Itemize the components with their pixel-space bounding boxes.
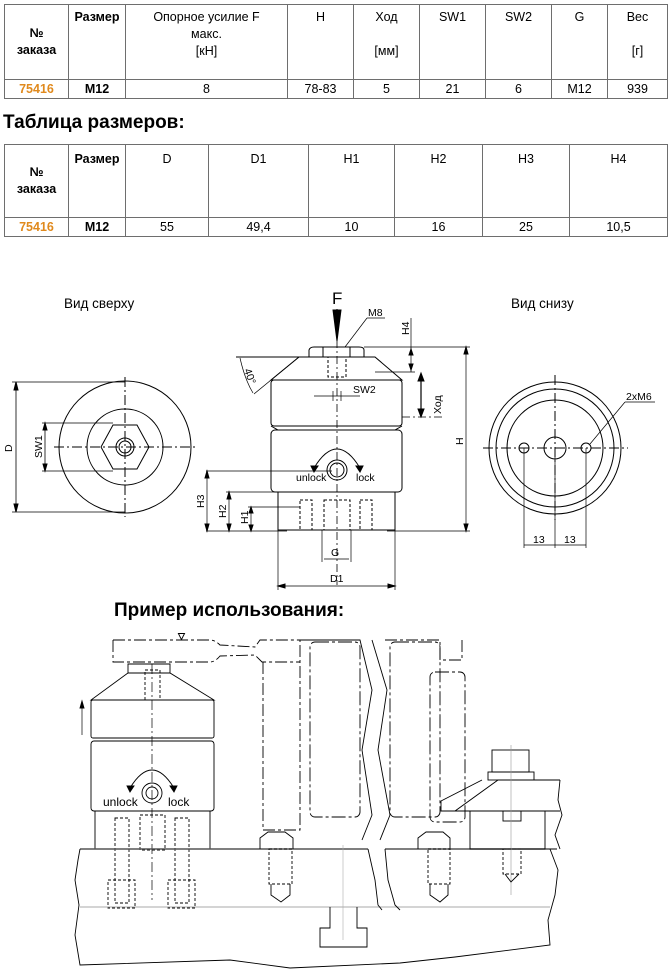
side-view: F unlock lock M8 40 [195,289,470,590]
example-lock-label: lock [168,795,190,809]
cell-h2: 16 [394,217,483,237]
example-unlock-label: unlock [103,795,139,809]
bottom-view: 13 13 2xM6 [483,375,655,548]
h3-label: H3 [195,494,207,508]
section-title-dimensions: Таблица размеров: [3,112,185,133]
dim-d: D [3,444,15,452]
header-h4: H4 [569,144,668,218]
g-label: G [331,547,339,559]
cell-h3: 25 [482,217,570,237]
cell-h1: 10 [308,217,395,237]
spacing-right-label: 13 [564,534,576,546]
table-row: 75416 M12 8 78-83 5 21 6 M12 939 [4,79,668,99]
cell-weight: 939 [607,79,668,99]
h2-label: H2 [217,504,229,518]
h-label: H [454,437,466,445]
header-h: H [287,4,354,80]
cell-d1: 49,4 [208,217,309,237]
header-sw2: SW2 [485,4,552,80]
header-d1: D1 [208,144,309,218]
h4-label: H4 [400,321,412,335]
cell-h4: 10,5 [569,217,668,237]
sw2-label: SW2 [353,384,376,396]
spacing-left-label: 13 [533,534,545,546]
stroke-label: Ход [432,395,444,414]
force-label: F [332,289,342,308]
order-number: 75416 [4,79,69,99]
top-view: D SW1 [3,377,196,517]
header-size: Размер [68,144,126,218]
cell-sw1: 21 [419,79,486,99]
svg-text:▽: ▽ [178,631,185,641]
angle-label: 40° [241,367,258,386]
h1-label: H1 [239,510,251,524]
thread-label: 2xM6 [626,391,652,403]
d1-label: D1 [330,573,344,585]
section-title-example: Пример использования: [114,600,345,621]
example-drawing: ▽ unlock lock [74,631,563,969]
cell-stroke: 5 [353,79,420,99]
cell-h: 78-83 [287,79,354,99]
force-arrow-icon [332,309,342,342]
header-d: D [125,144,209,218]
header-g: G [551,4,608,80]
header-stroke: Ход[мм] [353,4,420,80]
cell-d: 55 [125,217,209,237]
dim-sw1: SW1 [33,435,45,458]
unlock-label: unlock [296,472,327,484]
cell-size: M12 [68,79,126,99]
lock-label: lock [356,472,375,484]
order-number: 75416 [4,217,69,237]
bottom-view-label: Вид снизу [511,296,574,311]
table-row: 75416 M12 55 49,4 10 16 25 10,5 [4,217,668,237]
header-weight: Вес[г] [607,4,668,80]
header-sw1: SW1 [419,4,486,80]
header-size: Размер [68,4,126,80]
header-h3: H3 [482,144,570,218]
top-view-label: Вид сверху [64,296,135,311]
m8-label: M8 [368,307,383,319]
